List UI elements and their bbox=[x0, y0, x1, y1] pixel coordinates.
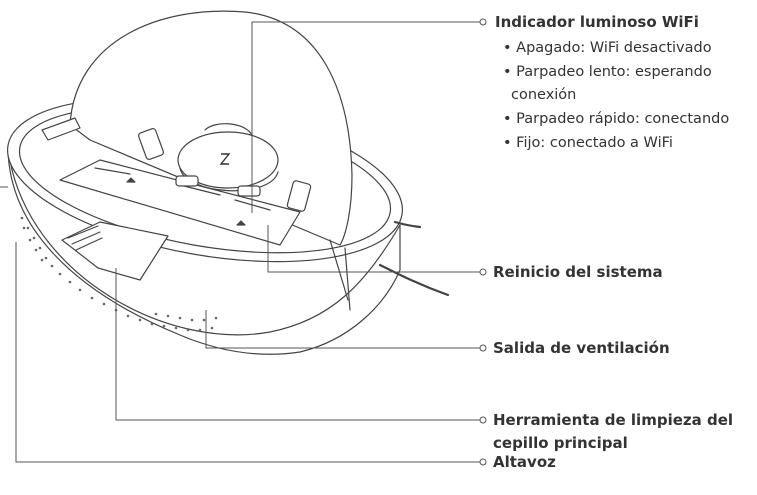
wifi-state-fast-blink: • Parpadeo rápido: conectando bbox=[503, 111, 730, 127]
dome-cap bbox=[204, 123, 253, 136]
logo-mark-icon bbox=[219, 153, 231, 165]
wifi-indicator-title: Indicador luminoso WiFi bbox=[495, 13, 699, 31]
bin-arrow-right bbox=[236, 220, 246, 226]
vent-holes bbox=[20, 216, 218, 332]
wifi-state-solid: • Fijo: conectado a WiFi bbox=[503, 135, 673, 151]
bin-arrow-left bbox=[126, 177, 136, 183]
speaker-label: Altavoz bbox=[493, 453, 556, 471]
leader-reset bbox=[267, 225, 480, 273]
side-brush bbox=[378, 220, 450, 297]
cleaning-tool-label-line1: Herramienta de limpieza del bbox=[493, 411, 734, 429]
callout-pointer-circle bbox=[479, 18, 487, 466]
leader-lines bbox=[0, 21, 480, 463]
wifi-state-slow-blink: • Parpadeo lento: esperando bbox=[503, 64, 712, 80]
leader-vent bbox=[205, 310, 480, 349]
leader-tool bbox=[115, 268, 480, 421]
leader-wifi bbox=[251, 21, 480, 213]
ventilation-outlet-label: Salida de ventilación bbox=[493, 339, 670, 357]
robot-vacuum-illustration bbox=[7, 10, 450, 355]
cleaning-tool-label-line2: cepillo principal bbox=[493, 434, 628, 452]
robot-lid bbox=[69, 10, 353, 246]
wifi-state-off: • Apagado: WiFi desactivado bbox=[503, 40, 712, 56]
laser-dome bbox=[177, 131, 279, 189]
robot-body-side bbox=[7, 149, 401, 355]
system-reset-label: Reinicio del sistema bbox=[493, 263, 663, 281]
wifi-state-slow-blink-cont: conexión bbox=[511, 87, 577, 103]
leader-speaker bbox=[15, 242, 480, 463]
